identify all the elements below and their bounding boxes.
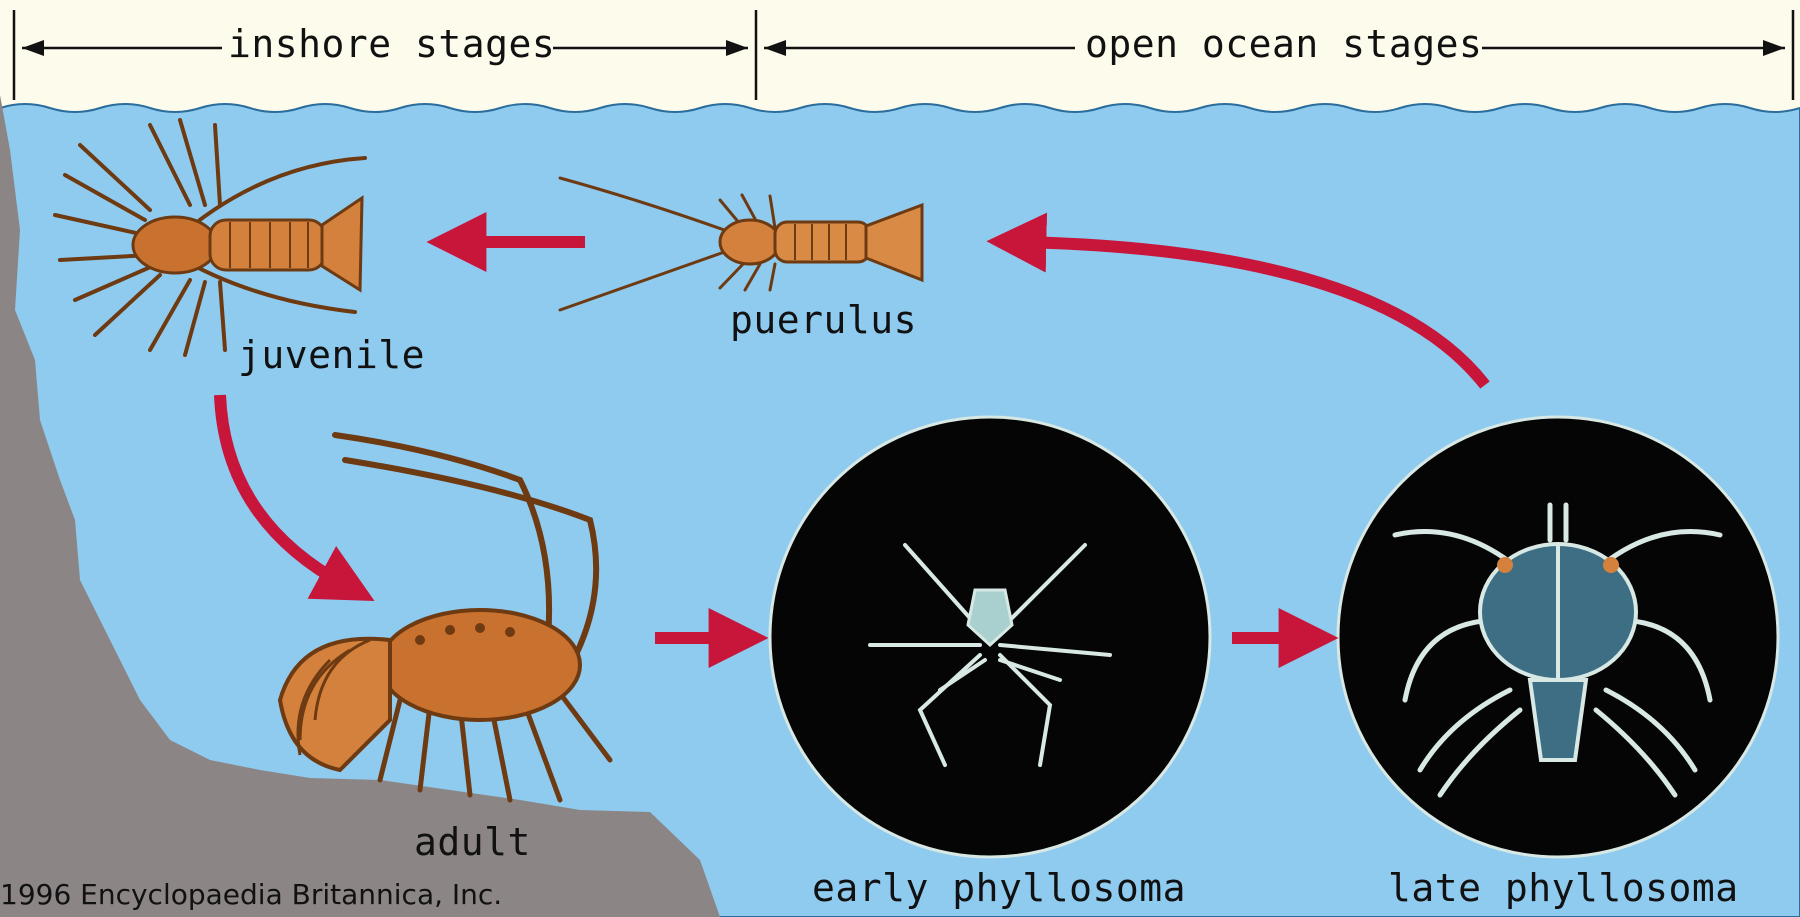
open-ocean-stages-label: open ocean stages <box>1085 22 1482 66</box>
copyright-notice: 1996 Encyclopaedia Britannica, Inc. <box>0 878 502 911</box>
adult-label: adult <box>414 820 531 864</box>
juvenile-label: juvenile <box>238 333 425 377</box>
puerulus-label: puerulus <box>730 298 917 342</box>
late-phyllosoma-label: late phyllosoma <box>1388 866 1739 910</box>
early-phyllosoma-illustration <box>770 417 1210 857</box>
inshore-stages-label: inshore stages <box>228 22 555 66</box>
late-phyllosoma-illustration <box>1338 417 1778 857</box>
early-phyllosoma-label: early phyllosoma <box>812 866 1186 910</box>
